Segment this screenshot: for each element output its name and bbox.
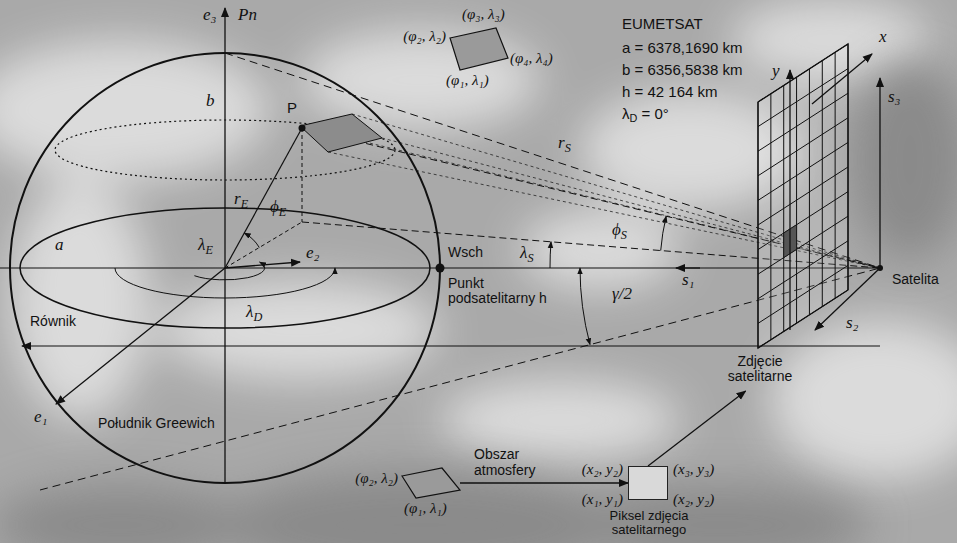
- angle-label: ϕS: [612, 221, 627, 240]
- cloud: [770, 320, 957, 480]
- point-projection: [225, 128, 302, 268]
- y-axis: [789, 70, 790, 330]
- pole-label: Pn: [238, 6, 257, 25]
- parameter-value: a = 6378,1690 km: [622, 40, 743, 57]
- dark-area: [570, 485, 870, 543]
- axis-label: e₃: [203, 6, 216, 25]
- atmosphere-patch: (φ₂, λ₂)(φ₁, λ₁): [402, 468, 460, 498]
- satellite-image: Zdjęcie satelitarne: [712, 42, 852, 391]
- tangent-line: [40, 268, 880, 490]
- axis-label: y: [772, 62, 780, 81]
- cloud: [300, 30, 540, 130]
- range-label: rS: [558, 134, 571, 153]
- direction-label: Wsch: [448, 245, 483, 260]
- angle-label: λS: [520, 244, 534, 263]
- edge-label: Obszar atmosfery: [474, 447, 554, 478]
- s3-axis: [879, 78, 880, 268]
- satellite-point: [877, 265, 883, 271]
- axis-label: e₁: [34, 408, 47, 427]
- longitude-arc: [194, 262, 264, 280]
- image-pixel: (x₂, y₂)(x₃, y₃)(x₁, y₁)(x₂, y₂)Piksel z…: [628, 466, 668, 500]
- point-label: P: [287, 100, 297, 117]
- elevation-arc: [661, 216, 667, 250]
- parameter-value: b = 6356,5838 km: [622, 62, 743, 79]
- image-caption: Zdjęcie satelitarne: [712, 354, 808, 385]
- earth-patch: [300, 114, 382, 152]
- area-patch-shape: [402, 468, 460, 498]
- radius-label: rE: [234, 190, 248, 209]
- pixel-grid: [758, 44, 848, 348]
- area-patch: (φ₃, λ₃)(φ₂, λ₂)(φ₄, λ₄)(φ₁, λ₁): [450, 28, 508, 70]
- meridian-label: Południk Greewich: [98, 416, 215, 431]
- image-plane: [758, 44, 848, 348]
- area-patch-shape: [450, 28, 508, 70]
- equator-label: Równik: [30, 314, 76, 329]
- e1-axis: [56, 268, 225, 404]
- corner-coordinate: (φ₁, λ₁): [404, 500, 447, 517]
- satellite-longitude-arc: [115, 268, 335, 298]
- connector-arrow: [460, 482, 628, 483]
- angle-label: λE: [198, 236, 213, 255]
- corner-coordinate: (φ₂, λ₂): [355, 470, 398, 487]
- semi-axis-label: a: [55, 236, 64, 255]
- distance-arrow: [22, 345, 880, 346]
- corner-coordinate: (x₂, y₂): [673, 491, 714, 508]
- view-angle-arc: [580, 268, 590, 345]
- corner-coordinate: (x₂, y₂): [582, 461, 623, 478]
- pixel-caption: Piksel zdjęcia satelitarnego: [599, 509, 699, 538]
- parameter-value: λD = 0°: [622, 106, 669, 123]
- angle-label: λD: [246, 303, 262, 322]
- axis-label: s₃: [888, 88, 901, 107]
- corner-coordinate: (φ₃, λ₃): [462, 6, 505, 23]
- dark-area: [850, 60, 957, 260]
- point-dot: [299, 125, 306, 132]
- semi-axis-label: b: [206, 92, 215, 111]
- angle-label: ϕE: [270, 198, 286, 217]
- satellite-label: Satelita: [892, 272, 939, 287]
- corner-coordinate: (φ₄, λ₄): [510, 50, 553, 67]
- earth-meridian: [10, 53, 440, 483]
- x-axis: [812, 54, 872, 104]
- cloud-cover: [0, 0, 957, 480]
- corner-coordinate: (φ₂, λ₂): [403, 28, 446, 45]
- parameter-value: h = 42 164 km: [622, 84, 717, 101]
- dark-area: [0, 485, 250, 543]
- connector-arrow: [648, 391, 746, 466]
- cloud: [160, 280, 440, 380]
- azimuth-arc: [550, 242, 551, 268]
- subsatellite-dot: [436, 264, 445, 273]
- polar-axis: [224, 8, 225, 483]
- parameter-heading: EUMETSAT: [622, 16, 703, 33]
- axis-label: s₂: [846, 314, 859, 333]
- e2-axis: [225, 262, 300, 268]
- s1-axis: [676, 267, 700, 268]
- latitude-arc: [244, 233, 259, 248]
- axis-label: x: [879, 28, 887, 47]
- axis-label: e₂: [306, 244, 319, 263]
- angle-label: γ/2: [612, 285, 632, 304]
- corner-coordinate: (x₃, y₃): [673, 461, 714, 478]
- corner-coordinate: (φ₁, λ₁): [446, 72, 489, 89]
- axis-label: s₁: [682, 271, 695, 290]
- corner-coordinate: (x₁, y₁): [582, 491, 623, 508]
- point-caption: Punkt podsatelitarny h: [448, 276, 568, 307]
- earth-radius: [225, 128, 302, 268]
